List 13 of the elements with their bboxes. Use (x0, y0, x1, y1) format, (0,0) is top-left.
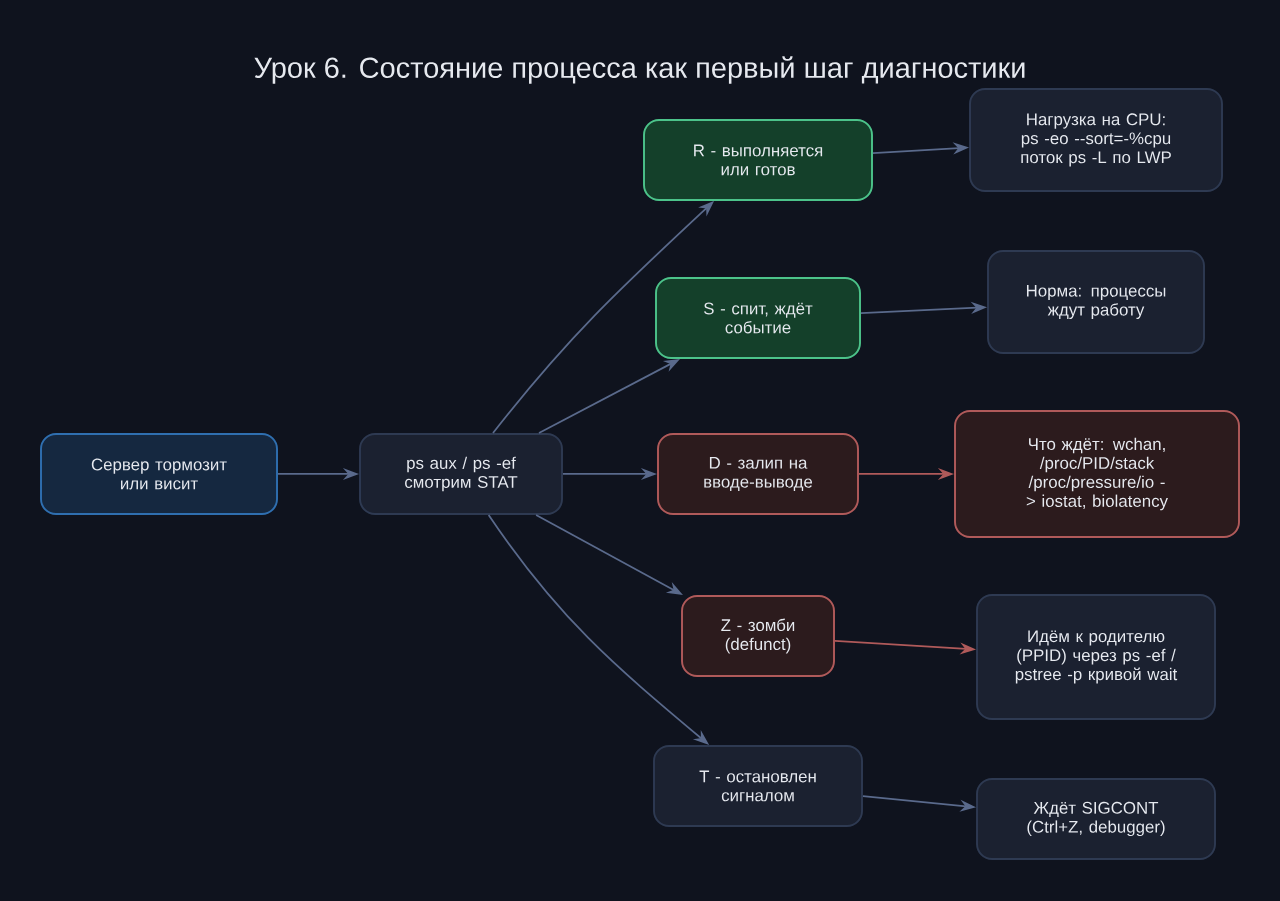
note-box: Идём к родителю (PPID) через ps -ef / pstree -p кривой wait (976, 594, 1216, 720)
note-box: Нагрузка на CPU: ps -eo --sort=-%cpu поток ps -L по LWP (969, 88, 1223, 192)
note-box: Норма: процессы ждут работу (987, 250, 1205, 354)
state-box: Z - зомби (defunct) (681, 595, 835, 677)
process-box: Сервер тормозит или висит (40, 433, 278, 515)
state-box: D - залип на вводе-выводе (657, 433, 859, 515)
state-box: S - спит, ждёт событие (655, 277, 861, 359)
note-box: Ждёт SIGCONT (Ctrl+Z, debugger) (976, 778, 1216, 860)
process-box: ps aux / ps -ef смотрим STAT (359, 433, 563, 515)
state-box: T - остановлен сигналом (653, 745, 863, 827)
state-box: R - выполняется или готов (643, 119, 873, 201)
title: Урок 6. Состояние процесса как первый шаг диагностики (254, 56, 1025, 84)
note-box: Что ждёт: wchan, /proc/PID/stack /proc/pressure/io -> iostat, biolatency (954, 410, 1240, 538)
